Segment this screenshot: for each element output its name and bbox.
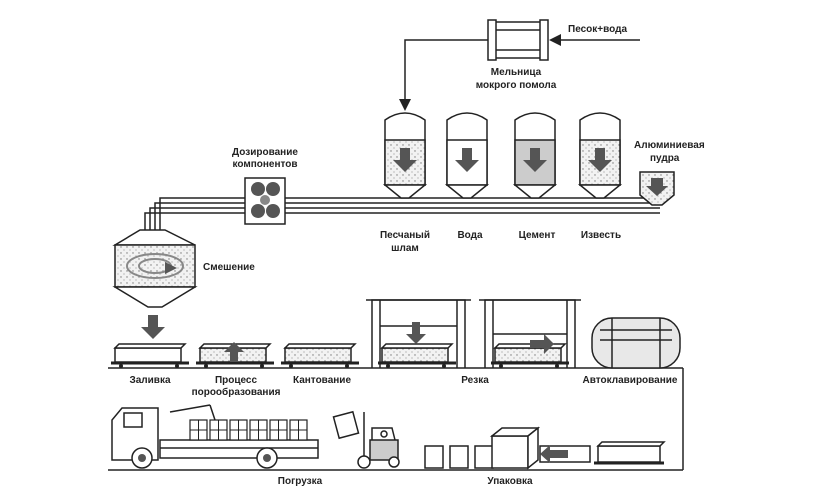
forklift (332, 410, 400, 469)
down-arrow-icon (393, 148, 417, 172)
lime-label: Известь (581, 230, 621, 241)
aluminum-label-2: пудра (650, 153, 680, 164)
slurry-feed-line (399, 39, 488, 111)
sand-slurry-label-2: шлам (391, 243, 419, 254)
input-label: Песок+вода (568, 24, 627, 35)
pore-label-2: порообразования (192, 386, 281, 398)
mixer (112, 229, 198, 308)
up-arrow-icon (224, 342, 244, 362)
down-arrow-icon (455, 148, 479, 172)
cement-label: Цемент (519, 230, 556, 241)
cement-silo (512, 112, 558, 199)
aluminum-hopper (639, 171, 675, 206)
mixing-label: Смешение (203, 262, 255, 273)
water-label: Вода (457, 230, 483, 241)
dosing-label-1: Дозирование (232, 147, 298, 158)
loading-label: Погрузка (278, 476, 323, 487)
autoclave (591, 317, 681, 369)
conveyor-frame (108, 367, 684, 471)
cutting-label: Резка (461, 375, 489, 386)
down-arrow-icon (588, 148, 612, 172)
mold-cart (196, 342, 274, 368)
cutting-frames (366, 299, 581, 368)
tilting-label: Кантование (293, 375, 351, 386)
packing-label: Упаковка (487, 476, 533, 487)
dosing-label-2: компонентов (232, 159, 297, 170)
packing-station (424, 426, 666, 470)
sand-slurry-label-1: Песчаный (380, 230, 430, 241)
aluminum-label-1: Алюминиевая (634, 140, 705, 151)
mill-label-1: Мельница (491, 67, 542, 78)
down-arrow-icon (141, 315, 165, 339)
wet-mill (487, 19, 549, 61)
pipeline (144, 197, 660, 230)
truck (111, 404, 319, 469)
pouring-label: Заливка (129, 375, 170, 386)
dosing-unit (244, 177, 286, 225)
lime-silo (577, 112, 623, 199)
pore-label-1: Процесс (215, 375, 258, 386)
water-silo (444, 112, 490, 199)
sand-slurry-silo (382, 112, 428, 199)
mill-label-2: мокрого помола (476, 80, 557, 91)
mold-cart (111, 343, 189, 368)
mold-cart (378, 343, 456, 368)
down-arrow-icon (523, 148, 547, 172)
mold-cart (281, 343, 359, 368)
autoclaving-label: Автоклавирование (583, 375, 678, 386)
